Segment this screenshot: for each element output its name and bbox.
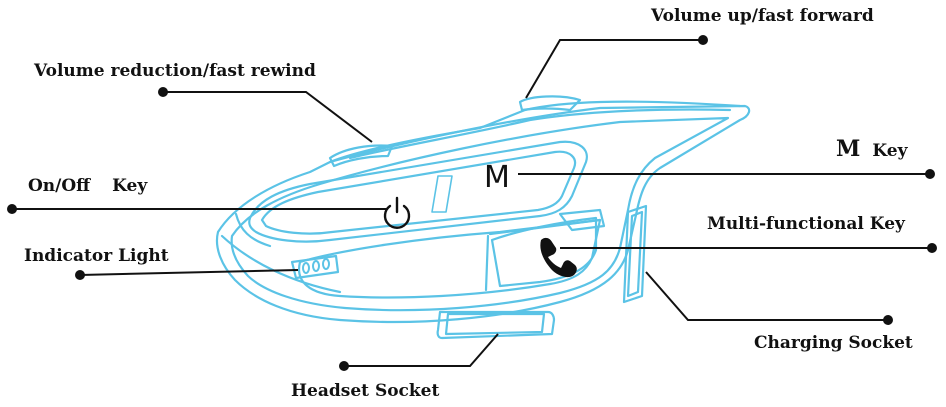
volume-down-bump (328, 144, 394, 168)
leader-charging (645, 271, 888, 321)
dot-headset (339, 361, 349, 371)
leader-headset (344, 333, 499, 367)
device-outer-shell (215, 104, 751, 324)
device-inner-shell (230, 116, 730, 312)
charging-socket-bar (622, 204, 648, 304)
dot-indicator (75, 270, 85, 280)
button-divider (431, 175, 453, 213)
label-m-key: M Key (836, 138, 907, 160)
label-volume-down: Volume reduction/fast rewind (34, 61, 316, 81)
device-top-fin-inner (348, 108, 732, 160)
leader-volume-down (163, 91, 373, 143)
label-on-off: On/Off Key (28, 178, 147, 195)
button-panel (248, 140, 588, 243)
label-charging: Charging Socket (754, 333, 913, 353)
label-volume-up: Volume up/fast forward (651, 6, 874, 26)
dot-charging (883, 315, 893, 325)
m-button-glyph[interactable]: M (484, 160, 510, 195)
device-top-fin (328, 100, 742, 164)
dot-volume-up (698, 35, 708, 45)
leader-dots (7, 35, 937, 371)
label-on-off-key: Key (112, 176, 148, 196)
power-icon[interactable] (383, 196, 411, 229)
headset-socket-tab (436, 310, 556, 340)
lower-panel (297, 218, 602, 299)
leader-volume-up (525, 39, 703, 99)
dot-on-off (7, 204, 17, 214)
label-multi-key: Multi-functional Key (707, 214, 905, 234)
multi-button-top (558, 208, 606, 232)
label-m-key-letter: M (836, 136, 861, 162)
dot-m-key (925, 169, 935, 179)
dot-multi-key (927, 243, 937, 253)
leader-lines (12, 39, 932, 367)
label-on-off-word: On/Off (28, 176, 91, 196)
indicator-light-icon (302, 258, 330, 274)
label-m-key-word: Key (872, 141, 908, 161)
charging-socket-bar-inner (626, 210, 644, 298)
volume-up-bump (518, 95, 582, 112)
headset-socket-tab-inner (444, 312, 546, 336)
phone-icon[interactable] (540, 237, 577, 278)
label-headset: Headset Socket (291, 381, 440, 401)
dot-volume-down (158, 87, 168, 97)
label-indicator: Indicator Light (24, 246, 169, 266)
indicator-recess (290, 254, 340, 280)
leader-indicator (79, 269, 299, 276)
button-panel-inner (260, 150, 577, 235)
lower-panel-inner (484, 218, 602, 292)
side-contour-2 (234, 212, 272, 248)
multi-button-bezel (490, 216, 598, 288)
